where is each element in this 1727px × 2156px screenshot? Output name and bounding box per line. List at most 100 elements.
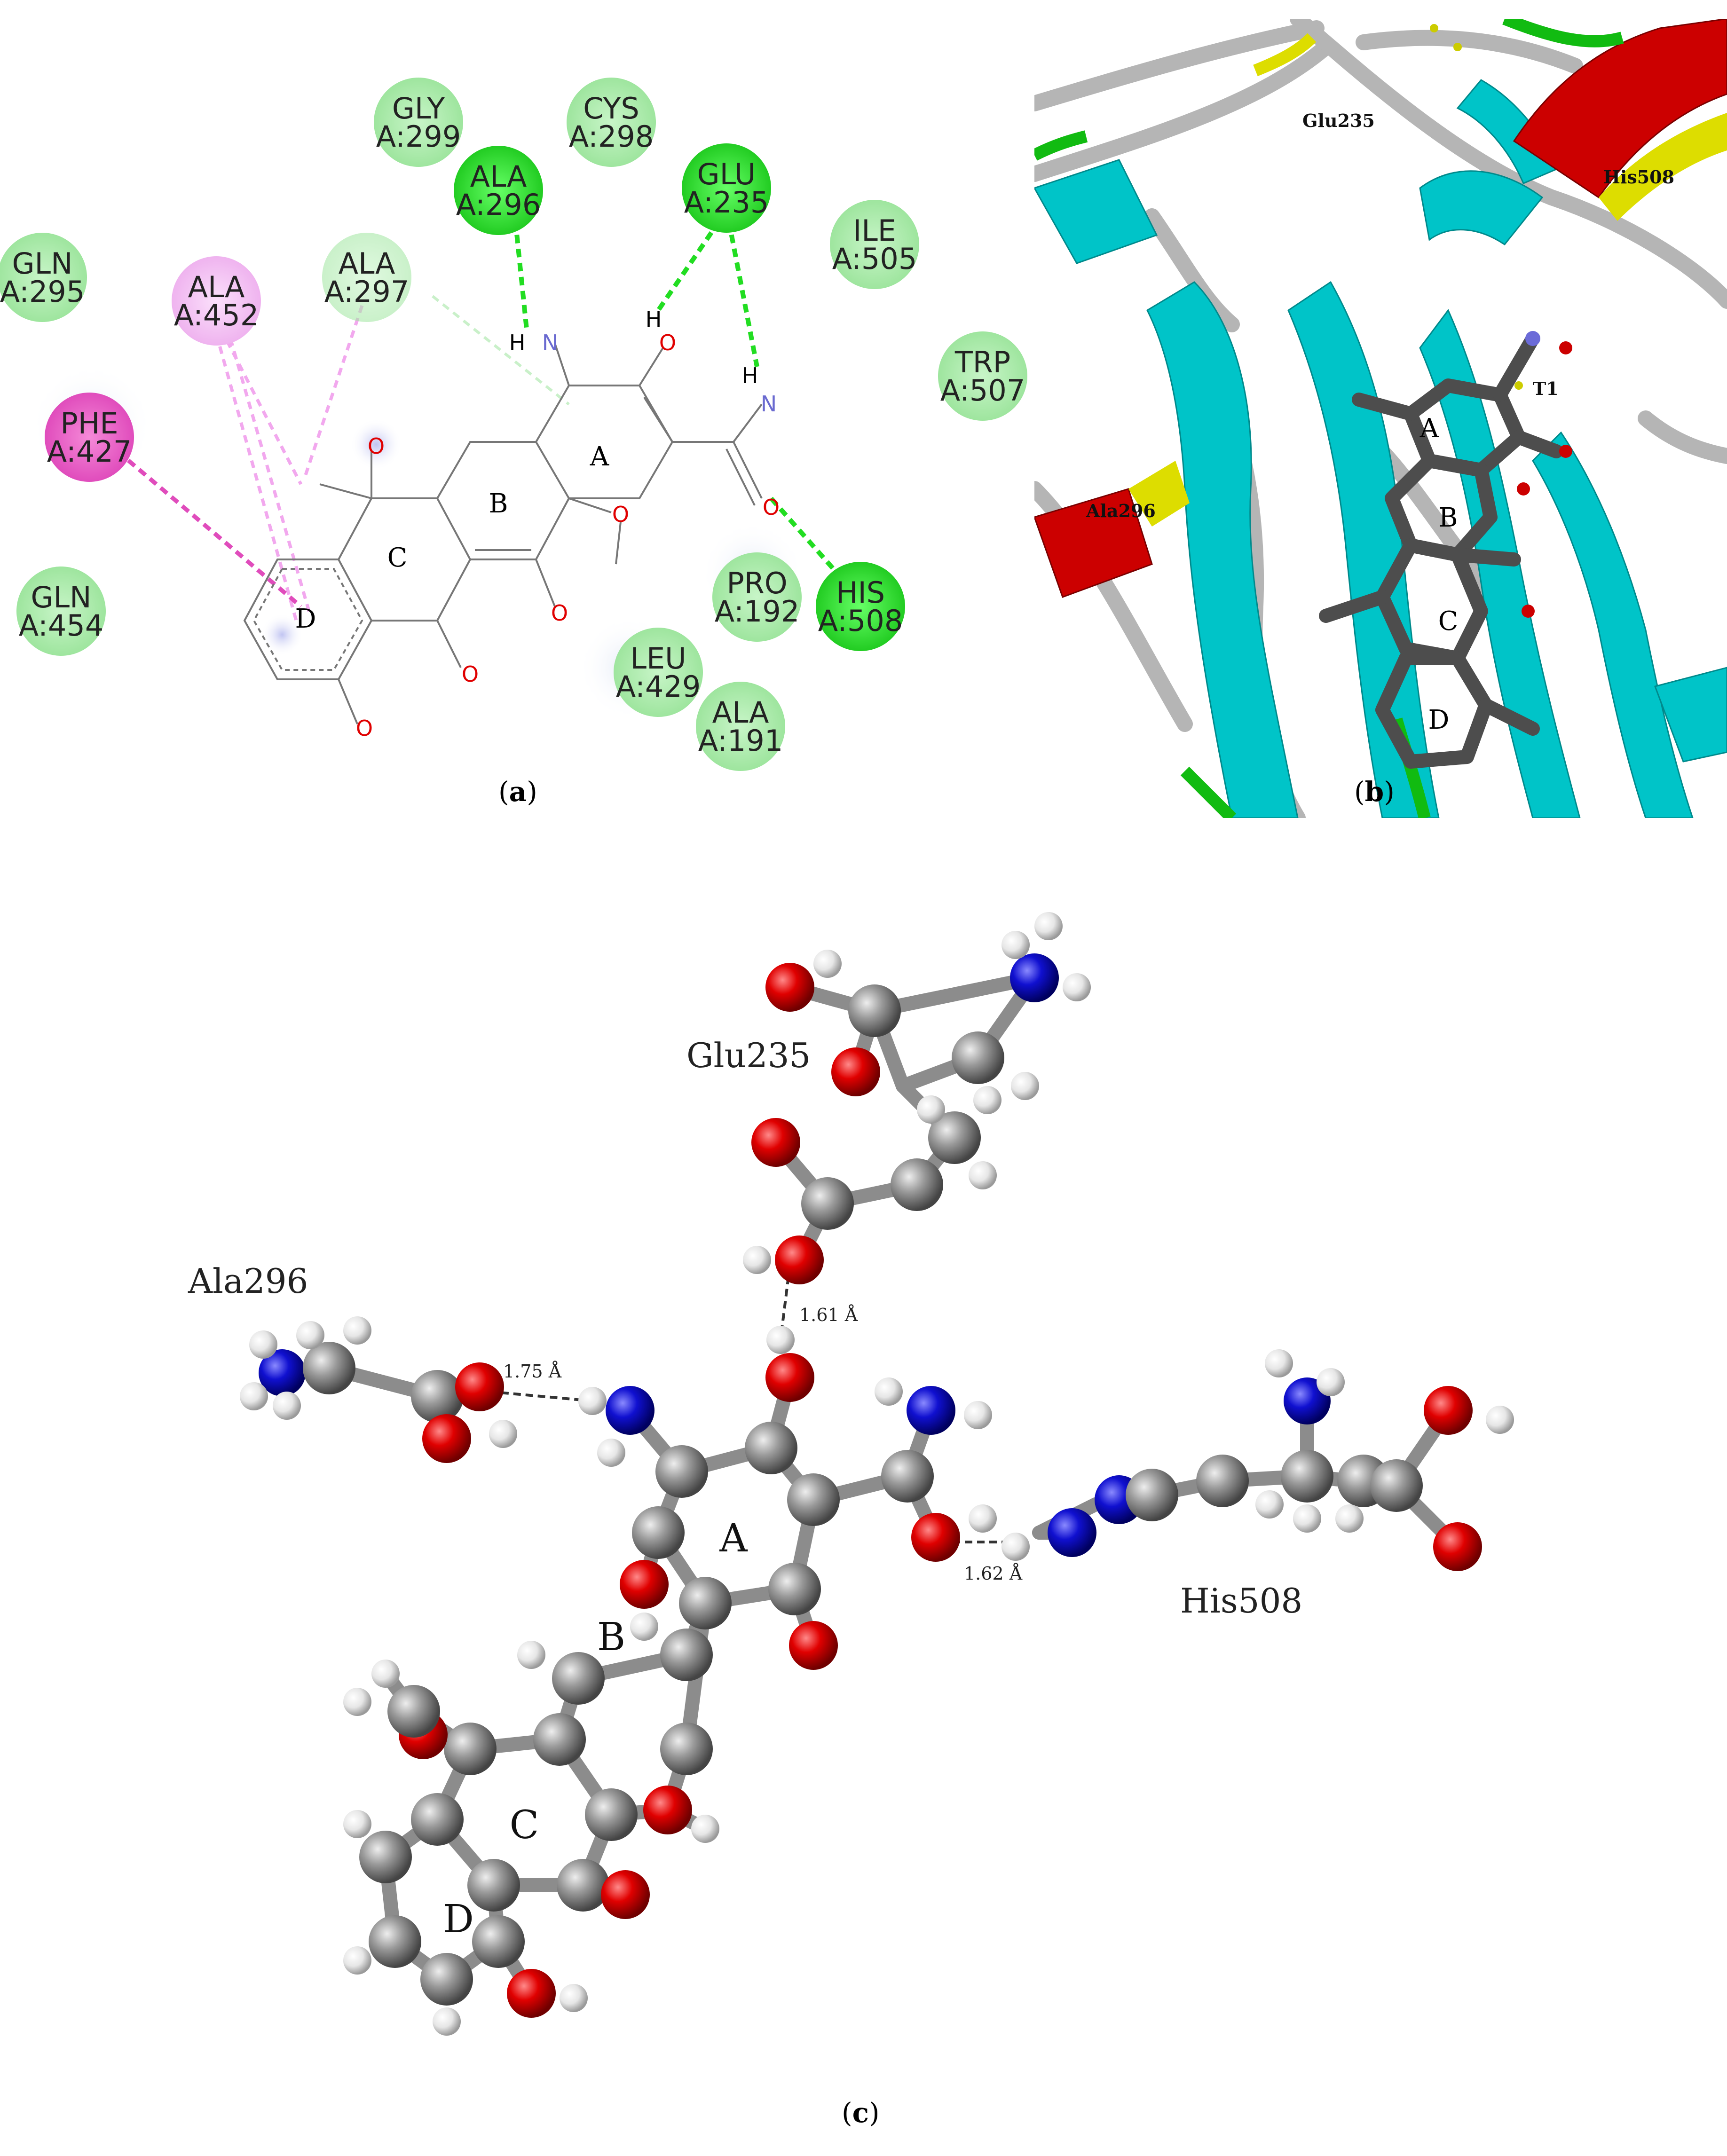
stick-oh — [1512, 430, 1563, 458]
residue-pos-ile505: A:505 — [832, 242, 917, 276]
hbond-glu235-nh — [726, 220, 759, 367]
label-his508: His508 — [1603, 166, 1674, 188]
hbond-ala296 — [489, 1390, 593, 1402]
panel-c-ball-and-stick: Glu235 Ala296 His508 1.61 Å 1.75 Å 1.62 … — [0, 893, 1727, 2154]
atom-o-red-4 — [1522, 605, 1535, 618]
b-ring-b: B — [1438, 503, 1458, 533]
carbon-atom — [585, 1788, 638, 1841]
c-ring-c: C — [510, 1803, 539, 1848]
residue-disc-phe427 — [45, 393, 134, 482]
residue-pos-gly299: A:299 — [376, 119, 461, 154]
residue-name-glu235: GLU — [697, 157, 756, 191]
atom-o-5: O — [612, 502, 629, 527]
carbon-atom — [1126, 1469, 1178, 1521]
carbon-atom — [881, 1450, 934, 1503]
residue-disc-ala297 — [322, 233, 411, 322]
carbon-atom — [1281, 1450, 1333, 1503]
carbon-atom — [303, 1342, 355, 1394]
carbon-atom — [467, 1859, 520, 1912]
carbon-atom — [411, 1793, 464, 1846]
yellow-glu235 — [1253, 33, 1317, 77]
red-helices — [1033, 18, 1727, 598]
atom-o-7: O — [763, 495, 780, 520]
b-ring-c: C — [1438, 606, 1459, 637]
hydrogen-atom — [560, 1984, 588, 2012]
caption-a-letter: a — [509, 776, 527, 808]
residue-name-cys298: CYS — [583, 91, 639, 126]
atom-o-2: O — [462, 661, 479, 687]
hydrogen-atom — [630, 1613, 658, 1641]
residue-disc-glu235 — [682, 143, 771, 233]
residue-pos-cys298: A:298 — [569, 119, 654, 154]
residue-disc-pro192 — [712, 552, 802, 642]
label-ala296: Ala296 — [1086, 500, 1156, 521]
oxygen-atom — [643, 1786, 692, 1834]
hydrogen-atom — [343, 1946, 371, 1975]
carbon-atom — [660, 1723, 713, 1775]
hydrogen-atom — [1063, 973, 1091, 1001]
residue-name-phe427: PHE — [60, 406, 118, 441]
residue-name-gly299: GLY — [392, 91, 445, 126]
panel-b-svg: Glu235 His508 Ala296 T1 A B C D — [1026, 11, 1727, 826]
carbon-atom — [557, 1859, 609, 1912]
residue-disc-cys298 — [567, 78, 656, 167]
residue-disc-gly299 — [374, 78, 463, 167]
oxygen-atom — [765, 1353, 814, 1402]
carbon-atom — [801, 1177, 854, 1230]
residue-pos-his508: A:508 — [818, 604, 903, 638]
hydrogen-atom — [1486, 1406, 1514, 1434]
atom-o-red-3 — [1517, 482, 1530, 496]
atom-n-2: N — [761, 391, 777, 417]
atom-n-blue — [1525, 331, 1540, 346]
residue-name-trp507: TRP — [954, 345, 1010, 379]
residue-pos-glu235: A:235 — [684, 185, 769, 220]
oxygen-atom — [455, 1362, 504, 1411]
bonds — [275, 971, 1465, 2000]
coil-3 — [1290, 11, 1727, 309]
residue-disc-gln295 — [0, 233, 87, 322]
green-1 — [1502, 13, 1624, 47]
residue-discs: GLYA:299CYSA:298ALAA:296GLUA:235ILEA:505… — [0, 78, 1027, 771]
nitrogen-atom — [259, 1349, 306, 1396]
oxygen-atom — [765, 963, 814, 1012]
coil-1 — [1026, 20, 1325, 111]
carbon-atom — [472, 1915, 525, 1968]
atom-h-1: H — [509, 330, 526, 355]
ring-a-label: A — [590, 441, 609, 472]
atoms — [240, 912, 1514, 2036]
ring-a-double — [643, 396, 673, 443]
hydrogen-atom — [489, 1420, 517, 1448]
hydrogen-atom — [743, 1246, 771, 1274]
ribbon-cyan-4 — [1419, 170, 1544, 246]
residue-pos-trp507: A:507 — [940, 373, 1025, 408]
b-ring-a: A — [1419, 413, 1439, 444]
hydrogen-atom — [273, 1392, 301, 1420]
t1-sphere — [1514, 381, 1523, 390]
residue-pos-pro192: A:192 — [715, 594, 800, 629]
carbon-atom — [928, 1111, 981, 1164]
carbon-atom — [768, 1563, 821, 1615]
ring-d-label: D — [295, 604, 316, 634]
oxygen-atom — [911, 1513, 960, 1562]
oxygen-atom — [831, 1047, 880, 1096]
residue-disc-ile505 — [830, 200, 919, 289]
residue-disc-his508 — [816, 562, 905, 651]
residue-disc-leu429 — [614, 628, 703, 717]
atom-h-2: H — [646, 307, 662, 332]
caption-b-letter: b — [1364, 776, 1384, 808]
nitrogen-atom — [1010, 953, 1059, 1002]
residue-name-ala297: ALA — [339, 246, 395, 281]
hbond-his508 — [769, 496, 844, 580]
atom-o-3: O — [551, 600, 568, 626]
atom-o-6: O — [659, 330, 676, 355]
hydrogen-atom — [1317, 1368, 1345, 1396]
dist-his508: 1.62 Å — [964, 1563, 1023, 1584]
